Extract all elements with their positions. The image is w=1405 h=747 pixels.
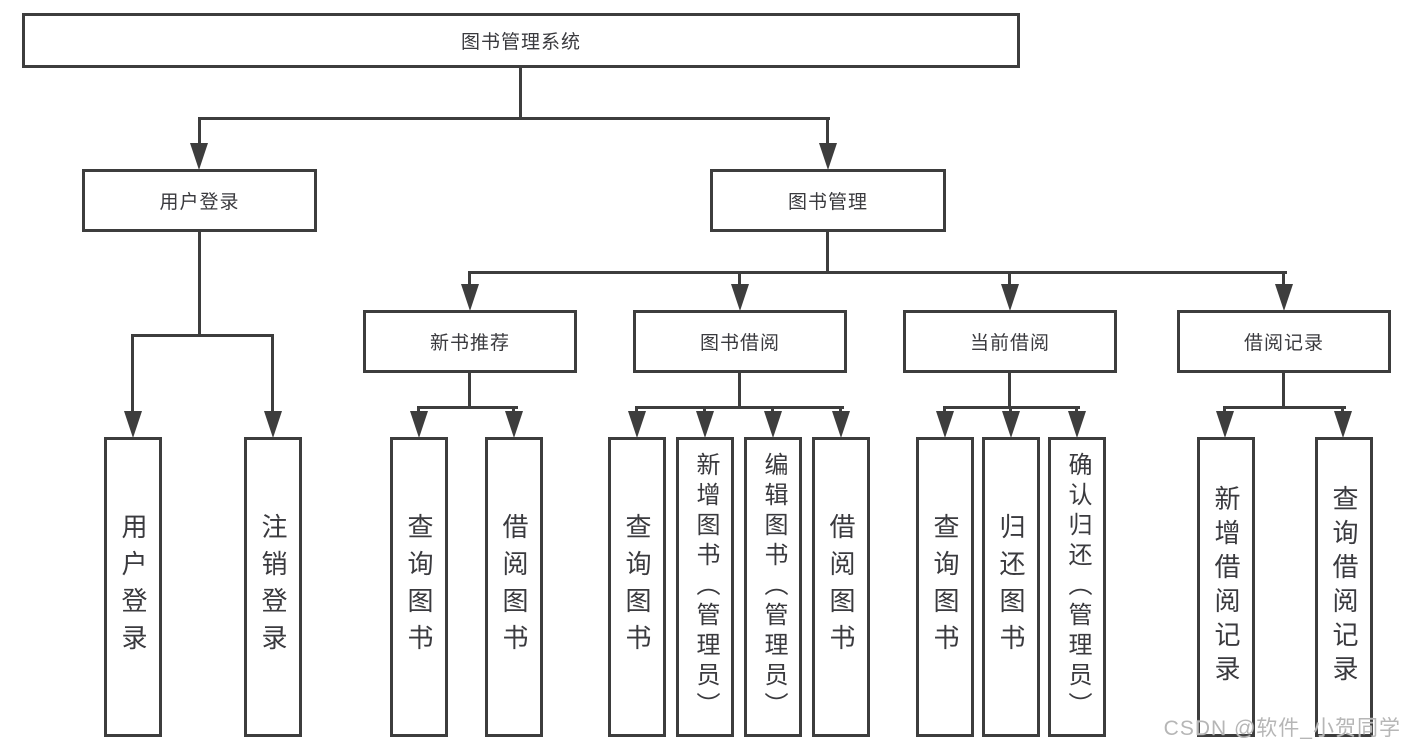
edge-book-mgmt-arm-1 [468,271,471,286]
leaf-logout: 注销登录 [244,437,302,737]
arrow-to-book-management [819,143,837,170]
arrow-to-bb-query-books [628,411,646,438]
edge-book-mgmt-arm-3 [1008,271,1011,286]
leaf-bb-query-books: 查询图书 [608,437,666,737]
edge-root-rail [198,117,830,120]
edge-user-login-rail [131,334,274,337]
node-current-borrow: 当前借阅 [903,310,1117,373]
arrow-to-br-add-record [1216,411,1234,438]
arrow-to-bb-borrow-books [832,411,850,438]
node-user-login: 用户登录 [82,169,317,232]
arrow-to-book-borrow [731,284,749,311]
leaf-br-add-borrow-record: 新增借阅记录 [1197,437,1255,737]
edge-root-arm-left [198,117,201,147]
edge-bb-stem [738,373,741,409]
leaf-bb-borrow-books: 借阅图书 [812,437,870,737]
leaf-bb-edit-books-admin: 编辑图书（管理员） [744,437,802,737]
arrow-to-leaf-logout [264,411,282,438]
edge-root-stem [519,68,522,118]
edge-bb-rail [635,406,844,409]
edge-book-mgmt-stem [826,232,829,274]
leaf-user-login: 用户登录 [104,437,162,737]
leaf-cb-return-books: 归还图书 [982,437,1040,737]
edge-book-mgmt-rail [468,271,1287,274]
arrow-to-leaf-user-login [124,411,142,438]
node-book-borrow: 图书借阅 [633,310,847,373]
arrow-to-borrow-records [1275,284,1293,311]
watermark: CSDN @软件_小贺同学 [1163,717,1401,740]
arrow-to-cb-return-books [1002,411,1020,438]
leaf-bb-add-books-admin: 新增图书（管理员） [676,437,734,737]
edge-root-arm-right [826,117,829,147]
arrow-to-nb-query-books [410,411,428,438]
edge-book-mgmt-arm-2 [738,271,741,286]
leaf-nb-borrow-books: 借阅图书 [485,437,543,737]
edge-user-login-arm-1 [131,334,134,413]
node-library-management-system: 图书管理系统 [22,13,1020,68]
arrow-to-current-borrow [1001,284,1019,311]
edge-br-rail [1223,406,1346,409]
edge-cb-stem [1008,373,1011,409]
edge-user-login-arm-2 [271,334,274,413]
arrow-to-new-book-recommend [461,284,479,311]
arrow-to-br-query-record [1334,411,1352,438]
arrow-to-bb-add-books [696,411,714,438]
edge-book-mgmt-arm-4 [1282,271,1285,286]
arrow-to-bb-edit-books [764,411,782,438]
arrow-to-cb-confirm-return [1068,411,1086,438]
arrow-to-user-login [190,143,208,170]
edge-user-login-stem [198,232,201,336]
edge-nb-stem [468,373,471,409]
arrow-to-nb-borrow-books [505,411,523,438]
arrow-to-cb-query-books [936,411,954,438]
node-new-book-recommend: 新书推荐 [363,310,577,373]
edge-br-stem [1282,373,1285,409]
node-book-management: 图书管理 [710,169,946,232]
edge-nb-rail [417,406,518,409]
leaf-br-query-borrow-record: 查询借阅记录 [1315,437,1373,737]
leaf-cb-query-books: 查询图书 [916,437,974,737]
node-borrow-records: 借阅记录 [1177,310,1391,373]
leaf-cb-confirm-return-admin: 确认归还（管理员） [1048,437,1106,737]
leaf-nb-query-books: 查询图书 [390,437,448,737]
